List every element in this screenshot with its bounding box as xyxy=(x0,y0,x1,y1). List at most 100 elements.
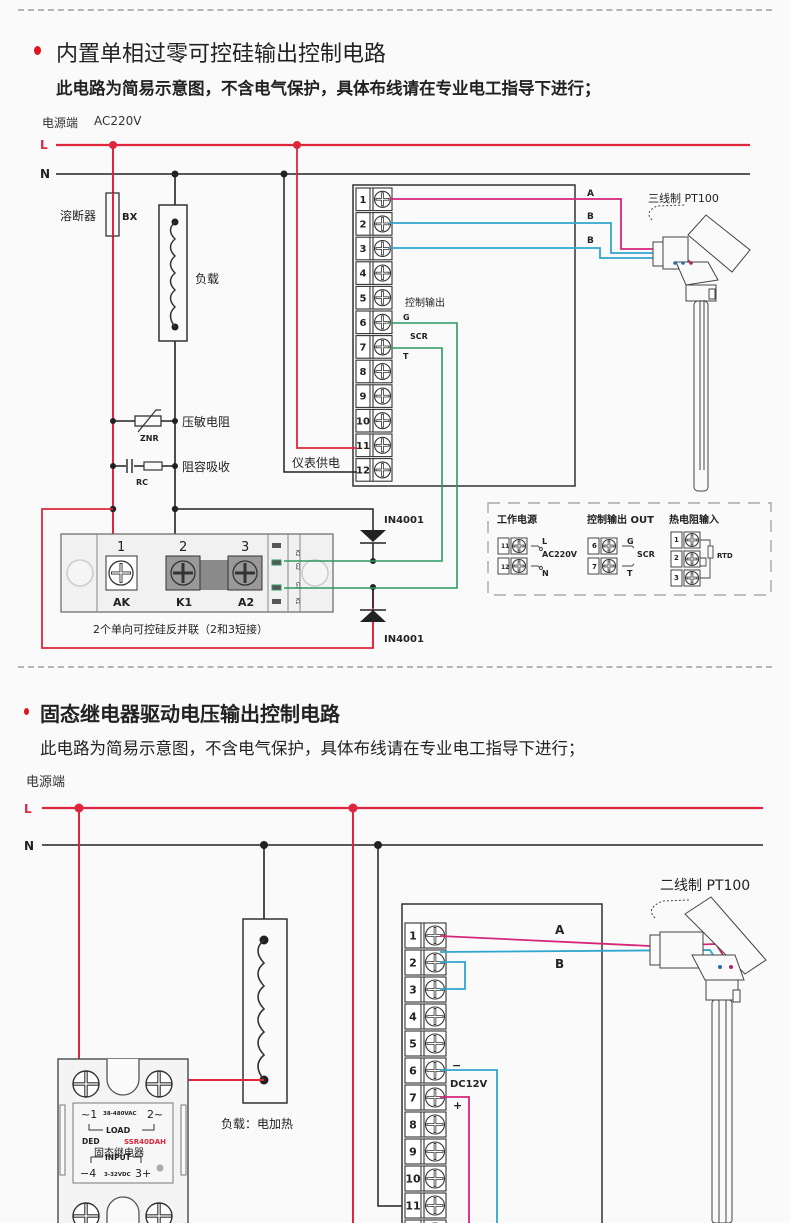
solid-state-relay xyxy=(57,1058,189,1223)
controller2-terminal-label: 7 xyxy=(409,1091,417,1104)
legend-output-t: T xyxy=(627,569,633,578)
controller-terminal-5[interactable]: 5 xyxy=(355,285,393,310)
controller-terminal-1[interactable]: 1 xyxy=(355,187,393,212)
ssr-pin3: 3+ xyxy=(135,1167,151,1180)
controller-terminal-9[interactable]: 9 xyxy=(355,384,393,408)
controller-terminal-7[interactable]: 7 xyxy=(355,335,393,359)
legend-terminals xyxy=(497,531,701,587)
section2-title: 固态继电器驱动电压输出控制电路 xyxy=(40,702,340,726)
diode-top xyxy=(360,530,386,542)
controller-terminal-label: 5 xyxy=(360,293,367,304)
dc-negative-wire xyxy=(440,1069,498,1223)
legend-power-t1: 11 xyxy=(501,543,509,550)
legend-terminal xyxy=(497,557,528,575)
controller2-terminal-label: 11 xyxy=(405,1199,420,1212)
controller2-terminal-label: 4 xyxy=(409,1010,417,1023)
controller2-terminal-label: 3 xyxy=(409,983,417,996)
rc-label: 阻容吸收 xyxy=(182,459,230,474)
section1-power-voltage: AC220V xyxy=(94,114,142,128)
controller-terminal-2[interactable]: 2 xyxy=(355,212,393,236)
resistor-symbol xyxy=(143,461,163,471)
controller-terminal-label: 6 xyxy=(360,318,367,329)
section1-title: 内置单相过零可控硅输出控制电路 xyxy=(56,42,387,67)
controller2-terminal-10[interactable]: 10 xyxy=(404,1165,447,1192)
controller2-terminal-8[interactable]: 8 xyxy=(404,1111,447,1138)
scr-g-label: G xyxy=(403,313,410,322)
heater-load-label: 负载：电加热 xyxy=(221,1117,293,1131)
controller-terminal-4[interactable]: 4 xyxy=(355,261,393,285)
load-coil xyxy=(169,221,177,328)
line-l-label: L xyxy=(40,138,48,152)
controller-terminal-label: 8 xyxy=(360,367,367,378)
controller-terminal-8[interactable]: 8 xyxy=(355,359,393,384)
ssr-input-range: 3-32VDC xyxy=(104,1172,131,1178)
heater-load-box xyxy=(242,918,288,1104)
controller-terminal-12[interactable]: 12 xyxy=(355,458,393,482)
control-output-label: 控制输出 xyxy=(405,296,445,309)
controller-terminal-label: 7 xyxy=(360,343,367,354)
section-divider-middle xyxy=(18,666,772,668)
varistor-label: 压敏电阻 xyxy=(182,414,230,429)
scr-label: SCR xyxy=(410,332,428,341)
controller-terminal-11[interactable]: 11 xyxy=(355,433,393,458)
legend-wiring xyxy=(531,539,714,579)
controller2-terminal-12[interactable]: 12 xyxy=(404,1219,447,1223)
controller2-terminal-1[interactable]: 1 xyxy=(404,922,447,949)
dc-voltage-label: DC12V xyxy=(450,1079,488,1090)
controller-terminal-label: 11 xyxy=(356,441,370,452)
pt100-probe-3wire xyxy=(648,204,751,492)
varistor-symbol xyxy=(134,415,162,427)
legend-terminal xyxy=(670,550,701,568)
controller2-terminal-3[interactable]: 3 xyxy=(404,976,447,1003)
ssr-pin4: −4 xyxy=(80,1167,96,1180)
gate-g-wire xyxy=(284,322,458,589)
module-pin-3-num: 3 xyxy=(241,540,249,555)
section2-power-label: 电源端 xyxy=(26,775,66,790)
legend-rtd-name: RTD xyxy=(717,552,733,560)
diode-bottom xyxy=(360,610,386,622)
controller2-terminal-5[interactable]: 5 xyxy=(404,1030,447,1057)
wire-a-label-2: A xyxy=(555,923,565,937)
legend-rtd-t1: 1 xyxy=(674,536,679,544)
controller2-terminal-6[interactable]: 6 xyxy=(404,1057,447,1084)
ssr-input-label: INPUT xyxy=(105,1153,132,1162)
controller2-terminal-label: 9 xyxy=(409,1145,417,1158)
controller-terminal-label: 12 xyxy=(356,466,370,477)
controller2-terminal-11[interactable]: 11 xyxy=(404,1192,447,1219)
controller2-terminal-2[interactable]: 2 xyxy=(404,949,447,976)
module-side-k1: K1 xyxy=(294,598,300,604)
section1-bullet xyxy=(34,46,41,55)
wiring-legend-box xyxy=(487,502,772,596)
diode-top-label: IN4001 xyxy=(384,515,424,526)
module-side-g1: G1 xyxy=(294,582,300,589)
legend-output-title: 控制输出 OUT xyxy=(587,513,654,526)
legend-terminal xyxy=(670,531,701,549)
legend-output-g: G xyxy=(627,537,634,546)
instrument-supply-label: 仪表供电 xyxy=(292,456,340,470)
supply-neutral-wire xyxy=(283,174,357,473)
module-side-g2: G2 xyxy=(294,563,300,570)
scr-t-label: T xyxy=(403,352,409,361)
ssr-load-label: LOAD xyxy=(106,1126,131,1135)
module-pin-1-num: 1 xyxy=(117,540,125,555)
controller2-terminal-7[interactable]: 7 xyxy=(404,1084,447,1111)
controller2-terminal-4[interactable]: 4 xyxy=(404,1003,447,1030)
fuse-code: BX xyxy=(122,212,138,223)
legend-output-t2: 7 xyxy=(592,563,597,571)
controller-terminal-10[interactable]: 10 xyxy=(355,408,393,433)
module-pin-3-name: A2 xyxy=(238,596,254,609)
rc-code: RC xyxy=(136,478,148,487)
dc-positive-wire xyxy=(440,1096,470,1223)
controller2-terminal-9[interactable]: 9 xyxy=(404,1138,447,1165)
diode-bottom-label: IN4001 xyxy=(384,634,424,645)
ssr-pin2: 2~ xyxy=(147,1108,163,1121)
legend-output-scr: SCR xyxy=(637,550,655,559)
legend-power-v: AC220V xyxy=(542,550,578,559)
controller2-terminal-label: 6 xyxy=(409,1064,417,1077)
legend-power-l: L xyxy=(542,537,547,546)
ssr-name: 固态继电器 xyxy=(94,1146,144,1159)
module-caption: 2个单向可控硅反并联（2和3短接） xyxy=(93,622,268,636)
module-pin-2-num: 2 xyxy=(179,540,187,555)
pt100-probe-2wire xyxy=(649,896,767,1223)
